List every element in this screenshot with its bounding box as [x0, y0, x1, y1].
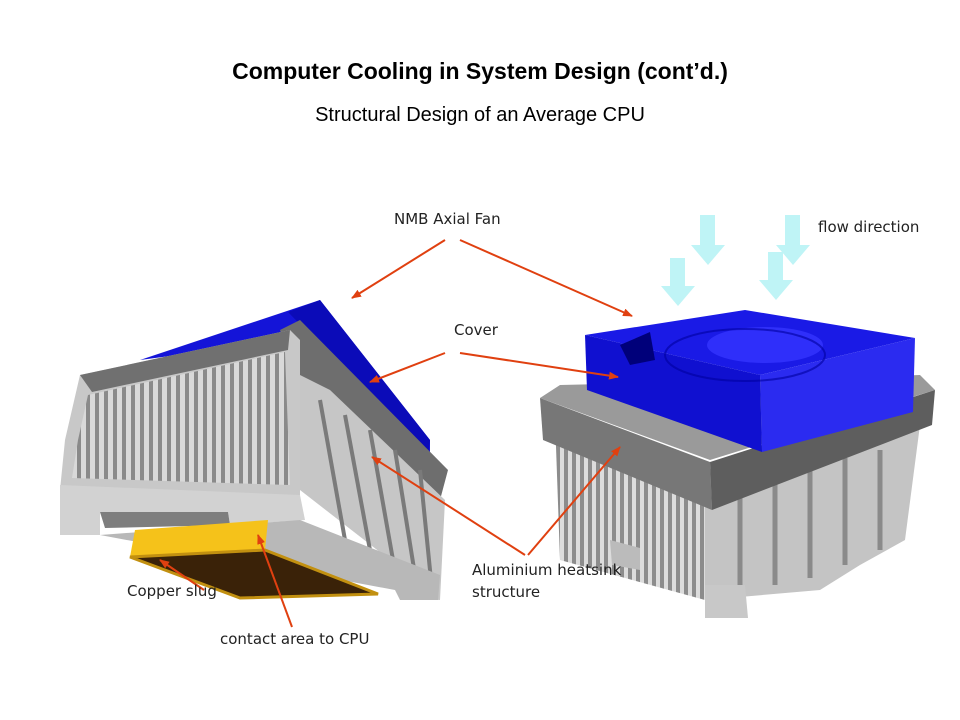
flow-arrow-3	[661, 258, 695, 306]
left-blue-cover	[140, 300, 430, 455]
flow-arrows	[661, 215, 810, 306]
label-copper: Copper slug	[127, 582, 217, 600]
contact-area	[129, 548, 379, 600]
slide-title: Computer Cooling in System Design (cont’…	[232, 58, 728, 84]
label-contact: contact area to CPU	[220, 630, 370, 648]
slide-subtitle: Structural Design of an Average CPU	[315, 104, 645, 126]
right-frame-left	[540, 398, 712, 510]
right-heatsink	[540, 310, 935, 618]
left-frame-side	[280, 320, 448, 500]
label-heatsink-line2: structure	[472, 583, 541, 601]
fan-cover-side	[760, 338, 915, 452]
cover-arrow-right	[459, 352, 619, 380]
fan-arrow-left	[351, 239, 446, 299]
fan-hub	[707, 327, 823, 363]
label-fan: NMB Axial Fan	[394, 210, 501, 228]
left-heatsink	[60, 300, 448, 600]
label-heatsink-line1: Aluminium heatsink	[472, 561, 622, 579]
right-feet	[705, 585, 748, 618]
fan-arrow-right	[459, 239, 633, 317]
left-side-fins	[290, 370, 445, 600]
contact-arrow	[257, 534, 293, 628]
fan-cover-front	[585, 335, 762, 452]
copper-arrow	[159, 559, 205, 591]
heatsink-arrow-left	[371, 456, 526, 556]
flow-arrow-4	[759, 252, 793, 300]
flow-arrow-1	[691, 215, 725, 265]
cover-arrow-left	[369, 352, 446, 383]
heatsink-arrow-right	[527, 446, 621, 556]
copper-slug	[130, 520, 268, 557]
flow-arrow-2	[776, 215, 810, 265]
label-cover: Cover	[454, 321, 498, 339]
label-flow: flow direction	[818, 218, 920, 236]
leader-arrows	[159, 239, 633, 628]
left-fin-block	[72, 352, 290, 485]
